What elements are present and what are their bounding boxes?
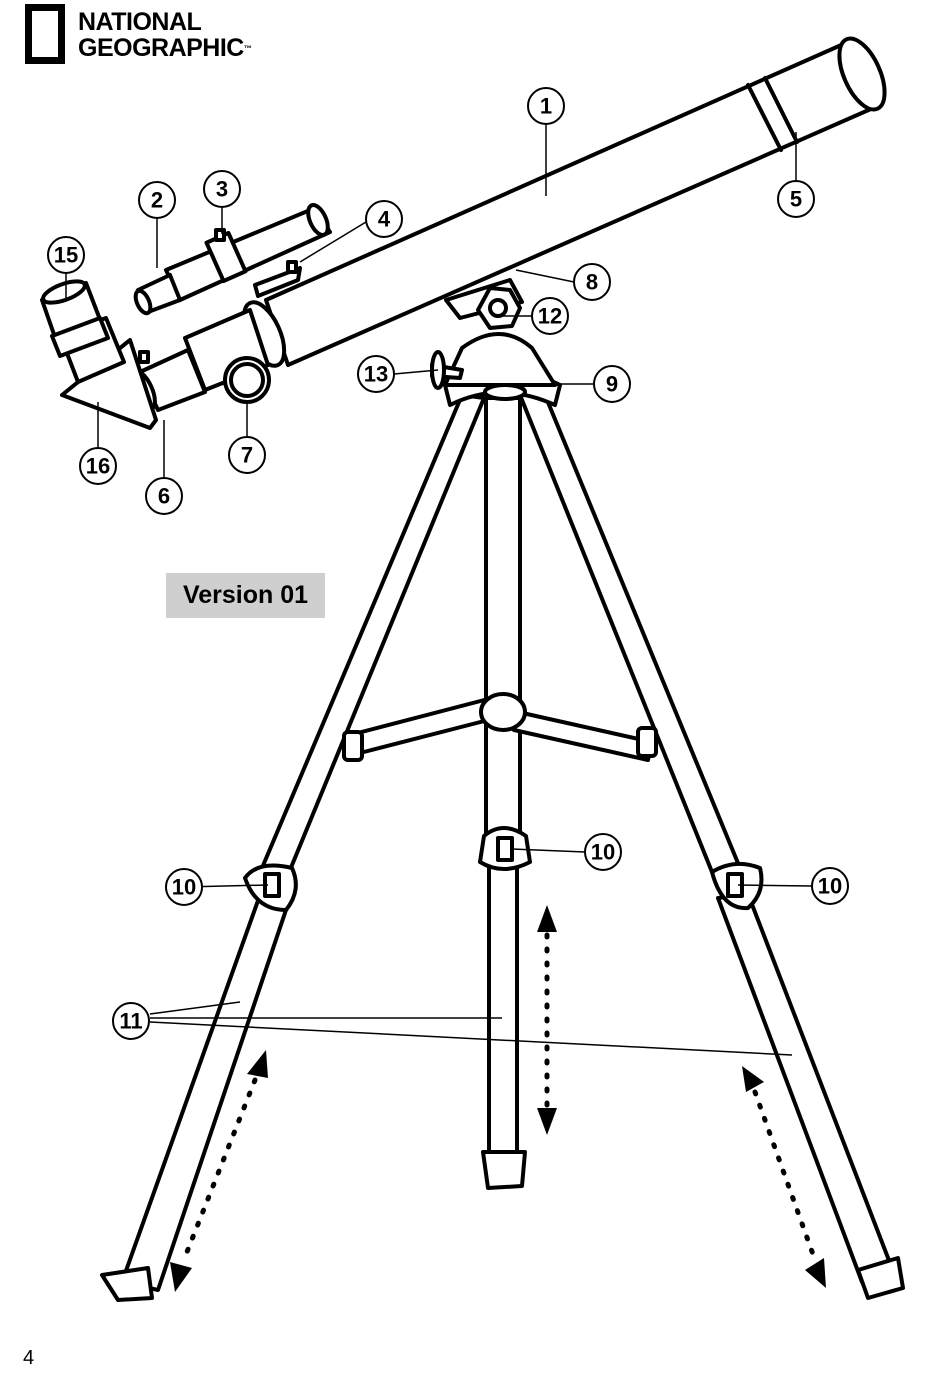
callout-10-left: 10 (172, 875, 196, 900)
callout-6: 6 (158, 484, 170, 509)
leg-clamp-left (243, 863, 298, 912)
logo-text-line-2-word: GEOGRAPHIC (78, 34, 244, 62)
callout-leader-lines (65, 124, 813, 1056)
trademark-symbol: ™ (243, 44, 252, 53)
focuser-assembly (131, 308, 271, 412)
callout-circle-12 (531, 297, 569, 335)
callout-circle-16 (79, 447, 117, 485)
callout-11: 11 (119, 1009, 142, 1034)
callout-circle-11 (112, 1002, 150, 1040)
national-geographic-logo: NATIONAL GEOGRAPHIC™ (25, 4, 255, 66)
logo-text-line-1: NATIONAL (78, 8, 202, 36)
version-badge: Version 01 (166, 573, 325, 618)
tripod-right-leg (518, 393, 905, 1300)
callout-circle-10a (165, 868, 203, 906)
callout-circle-3 (203, 170, 241, 208)
callout-circle-8 (573, 263, 611, 301)
callout-4: 4 (378, 207, 391, 232)
finder-scope (133, 203, 332, 316)
leg-clamp-center (478, 826, 532, 871)
callout-8: 8 (586, 270, 598, 295)
callout-circle-5 (777, 180, 815, 218)
callout-circle-9 (593, 365, 631, 403)
logo-text-line-2: GEOGRAPHIC™ (78, 34, 252, 62)
eyepiece (40, 279, 110, 358)
height-adjust-arrows (170, 905, 826, 1292)
callout-circle-15 (47, 236, 85, 274)
callout-circle-10b (584, 833, 622, 871)
callout-2: 2 (151, 188, 163, 213)
callout-circles (47, 87, 849, 1040)
callout-7: 7 (241, 443, 253, 468)
tripod-head (443, 332, 562, 407)
callout-16: 16 (86, 454, 110, 479)
callout-circle-13 (357, 355, 395, 393)
callout-numbers: 1 2 3 4 5 6 7 8 9 10 10 10 11 12 13 15 1… (54, 94, 842, 1034)
tripod-rear-leg (481, 396, 527, 1190)
callout-1: 1 (540, 94, 552, 119)
accessory-tray-arms (342, 692, 658, 762)
callout-13: 13 (364, 362, 388, 387)
height-adjust-dotted-paths (180, 932, 818, 1265)
tripod-left-leg (100, 393, 486, 1302)
mount-handle-nut (476, 286, 522, 330)
callout-circle-10c (811, 867, 849, 905)
callout-3: 3 (216, 177, 228, 202)
callout-circle-2 (138, 181, 176, 219)
callout-circle-4 (365, 200, 403, 238)
logo-yellow-frame-icon (25, 4, 65, 64)
page-number: 4 (23, 1347, 35, 1369)
callout-circle-1 (527, 87, 565, 125)
leg-clamp-right (710, 861, 764, 911)
callout-5: 5 (790, 187, 802, 212)
callout-circle-6 (145, 477, 183, 515)
callout-10-right: 10 (818, 874, 842, 899)
callout-15: 15 (54, 243, 78, 268)
callout-9: 9 (606, 372, 618, 397)
callout-12: 12 (538, 304, 562, 329)
callout-10-center: 10 (591, 840, 615, 865)
callout-circle-7 (228, 436, 266, 474)
